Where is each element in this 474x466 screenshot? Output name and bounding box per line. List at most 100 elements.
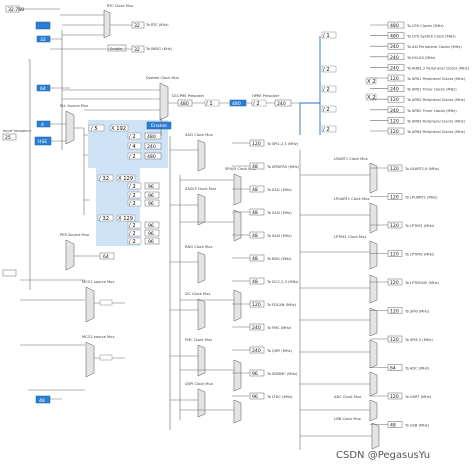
mul1-select[interactable]	[109, 124, 129, 132]
lse-label-box	[35, 21, 51, 30]
out-r1: 480	[147, 154, 156, 160]
right-output-value-0: 480	[390, 23, 399, 29]
rmux-output-value-8: 120	[390, 394, 399, 400]
divp1-select[interactable]	[127, 132, 142, 140]
divm2-select[interactable]	[97, 174, 114, 182]
pll-source-mux[interactable]	[65, 110, 75, 145]
right-output-label-7: To APB2 Peripheral Clocks (MHz)	[406, 98, 466, 102]
right-output-label-6: To APB1 Timer clocks (MHz)	[406, 88, 457, 92]
qspi-title: QSPI Clock Mux	[185, 382, 214, 386]
sai1-mux[interactable]	[197, 139, 206, 172]
lptim345-mux[interactable]	[369, 307, 378, 337]
mid-output-value-10: 96	[252, 371, 258, 377]
right-output-label-8: To APB2 Timer clocks (MHz)	[406, 109, 457, 113]
per-source-mux[interactable]	[65, 239, 75, 271]
i2c-title: I2C Clock Mux	[185, 292, 211, 296]
divr3-select[interactable]	[127, 237, 142, 245]
rmux-output-value-2: 120	[390, 223, 399, 229]
adc-mux[interactable]	[369, 399, 378, 422]
usart1-mux[interactable]	[369, 162, 378, 194]
rmux-output-label-1: To LPUART1 (MHz)	[404, 196, 438, 200]
sysclk-select[interactable]	[321, 31, 337, 39]
divr3-value: / 2	[129, 239, 136, 245]
enable-label: Enable	[151, 123, 167, 129]
lpuart1-mux[interactable]	[369, 202, 378, 234]
divr1-select[interactable]	[127, 152, 142, 160]
qspi-mux[interactable]	[197, 388, 206, 418]
hsi-value: 64	[40, 86, 46, 92]
rtc-enable-button[interactable]	[107, 44, 127, 52]
out-q2-box	[144, 191, 160, 199]
divp1-value: / 2	[129, 134, 136, 140]
right-muxes: USART1 Clock Mux LPUART1 Clock Mux LPTIM…	[299, 150, 380, 450]
rng-mux[interactable]	[197, 251, 206, 284]
divq1-value: / 4	[129, 144, 136, 150]
right-output-label-4: To AHB1,2 Peripheral Clocks (MHz)	[406, 66, 470, 70]
cpu-value: 480	[232, 101, 241, 107]
lpuart1-title: LPUART1 Clock Mux	[334, 197, 370, 201]
ahb-value: 240	[277, 101, 286, 107]
apb2-select[interactable]	[321, 85, 337, 93]
divm1-select[interactable]	[88, 124, 105, 132]
right-output-label-0: To CPU Clocks (MHz)	[406, 24, 444, 28]
rmux-output-label-8: To UART (MHz)	[404, 395, 432, 399]
hpre-value: / 2	[253, 101, 260, 107]
divq3-select[interactable]	[127, 229, 142, 237]
right-output-label-1: To CPU Systick Clock (MHz)	[406, 35, 456, 39]
i2c-mux[interactable]	[197, 298, 206, 331]
fmc-mux[interactable]	[197, 344, 206, 377]
mco1-title: MCO1 source Mux	[82, 280, 115, 284]
enable-button[interactable]	[146, 121, 172, 130]
spi-mux[interactable]	[233, 173, 242, 206]
divq1-select[interactable]	[127, 142, 142, 150]
mco1-mux[interactable]	[85, 286, 95, 323]
divr2-select[interactable]	[127, 199, 142, 207]
mul3-select[interactable]	[116, 214, 136, 222]
per-source-group: PER Source Mux 64	[60, 233, 115, 271]
spi45-mux[interactable]	[369, 371, 378, 397]
apb1-select[interactable]	[321, 65, 337, 73]
sai23-mux[interactable]	[197, 193, 206, 226]
divq2-select[interactable]	[127, 191, 142, 199]
divm2-value: / 32	[99, 176, 109, 182]
divm3-select[interactable]	[97, 214, 114, 222]
spi45-title: SPI4/5 Clock Mux	[225, 167, 257, 171]
mid-output-label-4: To SAI3 (MHz)	[266, 234, 292, 238]
mid-output-value-1: 48	[252, 164, 258, 170]
prescaler-0: / 1	[323, 33, 330, 39]
mid-output-value-3: 48	[252, 210, 258, 216]
divp2-value: / 2	[129, 184, 136, 190]
fdcan-mux[interactable]	[233, 289, 242, 322]
system-mux-title: System Clock Mux	[146, 76, 180, 80]
hse-input-box[interactable]	[2, 133, 17, 141]
out-p3: 96	[148, 223, 154, 229]
spdif-mux[interactable]	[233, 209, 242, 242]
spi6-mux[interactable]	[369, 339, 378, 369]
mid-output-value-11: 96	[252, 394, 258, 400]
system-group: System Clock Mux D1CPRE Prescaler 480 / …	[62, 76, 300, 136]
apb3-select[interactable]	[321, 105, 337, 113]
sai1-title: SAI1 Clock Mux	[185, 133, 214, 137]
mid-output-label-7: To FDCAN (MHz)	[266, 303, 297, 307]
lptim2-mux[interactable]	[369, 274, 378, 304]
lptim1-mux[interactable]	[369, 240, 378, 270]
input-freq-box-2[interactable]	[2, 269, 17, 277]
svg-text:X 2: X 2	[367, 79, 376, 85]
divp2-select[interactable]	[127, 182, 142, 190]
right-output-value-3: 240	[390, 55, 399, 61]
usb-mux[interactable]	[371, 422, 380, 450]
apb4-select[interactable]	[321, 125, 337, 133]
mco2-mux[interactable]	[85, 341, 95, 378]
sdmmc-mux[interactable]	[233, 359, 242, 392]
mid-output-label-3: To SAI2 (MHz)	[266, 211, 292, 215]
divp3-select[interactable]	[127, 221, 142, 229]
mul2-select[interactable]	[116, 174, 136, 182]
system-mux[interactable]	[159, 82, 169, 121]
mul2-value: X 129	[118, 176, 133, 182]
rtc-mux[interactable]	[103, 9, 111, 39]
mco2-divider[interactable]	[99, 354, 113, 361]
hse-label: HSE	[38, 139, 47, 145]
ltdc-mux[interactable]	[233, 399, 242, 424]
mco1-divider[interactable]	[99, 299, 113, 306]
